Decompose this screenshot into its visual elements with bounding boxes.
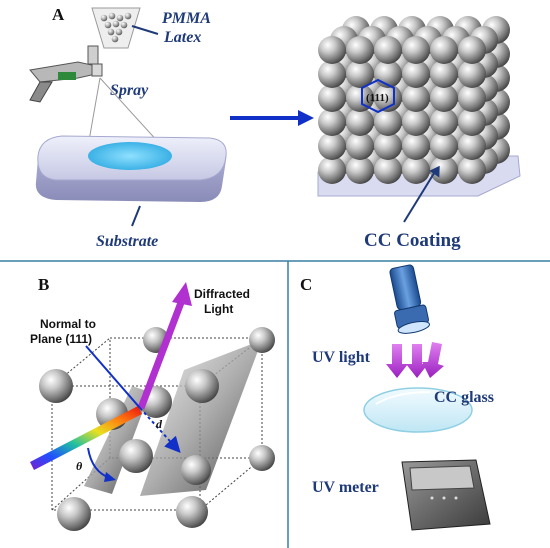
crystal-sphere [430,108,458,136]
crystal-sphere [374,108,402,136]
crystal-sphere [402,36,430,64]
crystal-sphere [458,36,486,64]
panel-a-letter: A [52,5,65,24]
crystal-spheres [318,16,510,184]
panel-a: A PMMA Latex Spray [29,5,521,251]
crystal-sphere [402,156,430,184]
crystal-sphere [346,108,374,136]
crystal-sphere [318,36,346,64]
panel-c-letter: C [300,275,312,294]
diffracted-label-line1: Diffracted [194,287,250,301]
crystal-sphere [346,156,374,184]
process-arrow-head [298,110,314,126]
diffracted-beam-head [172,282,192,306]
substrate-label: Substrate [96,233,158,250]
diffracted-label-line2: Light [204,302,233,316]
crystal-sphere [430,60,458,88]
crystal-sphere [458,132,486,160]
crystal-sphere [346,84,374,112]
coating-pointer-head [429,165,440,178]
glass-highlight [375,391,431,405]
crystal-sphere [458,108,486,136]
plane-111-label: (111) [366,92,389,104]
crystal-sphere [430,84,458,112]
flashlight-icon [389,264,431,334]
cc-glass-label: CC glass [434,389,494,406]
crystal-sphere [458,84,486,112]
crystal-sphere [318,132,346,160]
panel-b: B [30,275,275,531]
cc-coating-label: CC Coating [364,230,461,251]
latex-cup [91,7,141,49]
crystal-sphere [402,108,430,136]
crystal-sphere [346,36,374,64]
substrate-pointer-line [131,205,141,227]
plane-111-hexagon [361,78,395,114]
crystal-sphere [402,132,430,160]
crystal-sphere [458,156,486,184]
d-spacing-symbol: d [156,417,163,431]
crystal-sphere [374,156,402,184]
crystal-sphere [430,156,458,184]
latex-film-spot [88,142,172,170]
latex-pointer-line [131,25,159,35]
theta-arc-head [104,472,116,482]
uv-meter-icon [401,459,491,531]
latex-label: Latex [163,29,201,46]
spray-gun-icon [29,45,103,103]
normal-line [85,345,141,409]
crystal-sphere [318,60,346,88]
colloidal-crystal: (111) [317,16,521,197]
uv-meter-label: UV meter [312,479,379,496]
crystal-sphere [346,60,374,88]
diffracted-beam [137,298,186,410]
coating-pointer-line [403,169,437,223]
crystal-sphere [318,156,346,184]
crystal-sphere [374,132,402,160]
crystal-sphere [346,132,374,160]
diffraction-plane-2 [140,340,262,496]
uv-light-label: UV light [312,349,371,366]
crystal-sphere [430,132,458,160]
panel-c: C UV light CC glass UV meter [300,264,494,531]
crystal-sphere [402,60,430,88]
crystal-sphere [318,108,346,136]
crystal-sphere [458,60,486,88]
theta-symbol: θ [76,459,83,473]
panel-b-letter: B [38,275,49,294]
incident-light-beam [30,406,142,470]
spray-label: Spray [110,82,149,99]
crystal-sphere [374,60,402,88]
cc-glass-disc [363,387,473,433]
crystal-sphere [402,84,430,112]
normal-label-line1: Normal to [40,317,96,331]
crystal-sphere [318,84,346,112]
uv-arrows [386,342,444,378]
lattice-spheres [39,327,275,531]
pmma-label: PMMA [161,10,211,27]
crystal-sphere [374,36,402,64]
normal-label-line2: Plane (111) [30,332,92,346]
substrate-plate [35,135,227,202]
crystal-sphere [430,36,458,64]
